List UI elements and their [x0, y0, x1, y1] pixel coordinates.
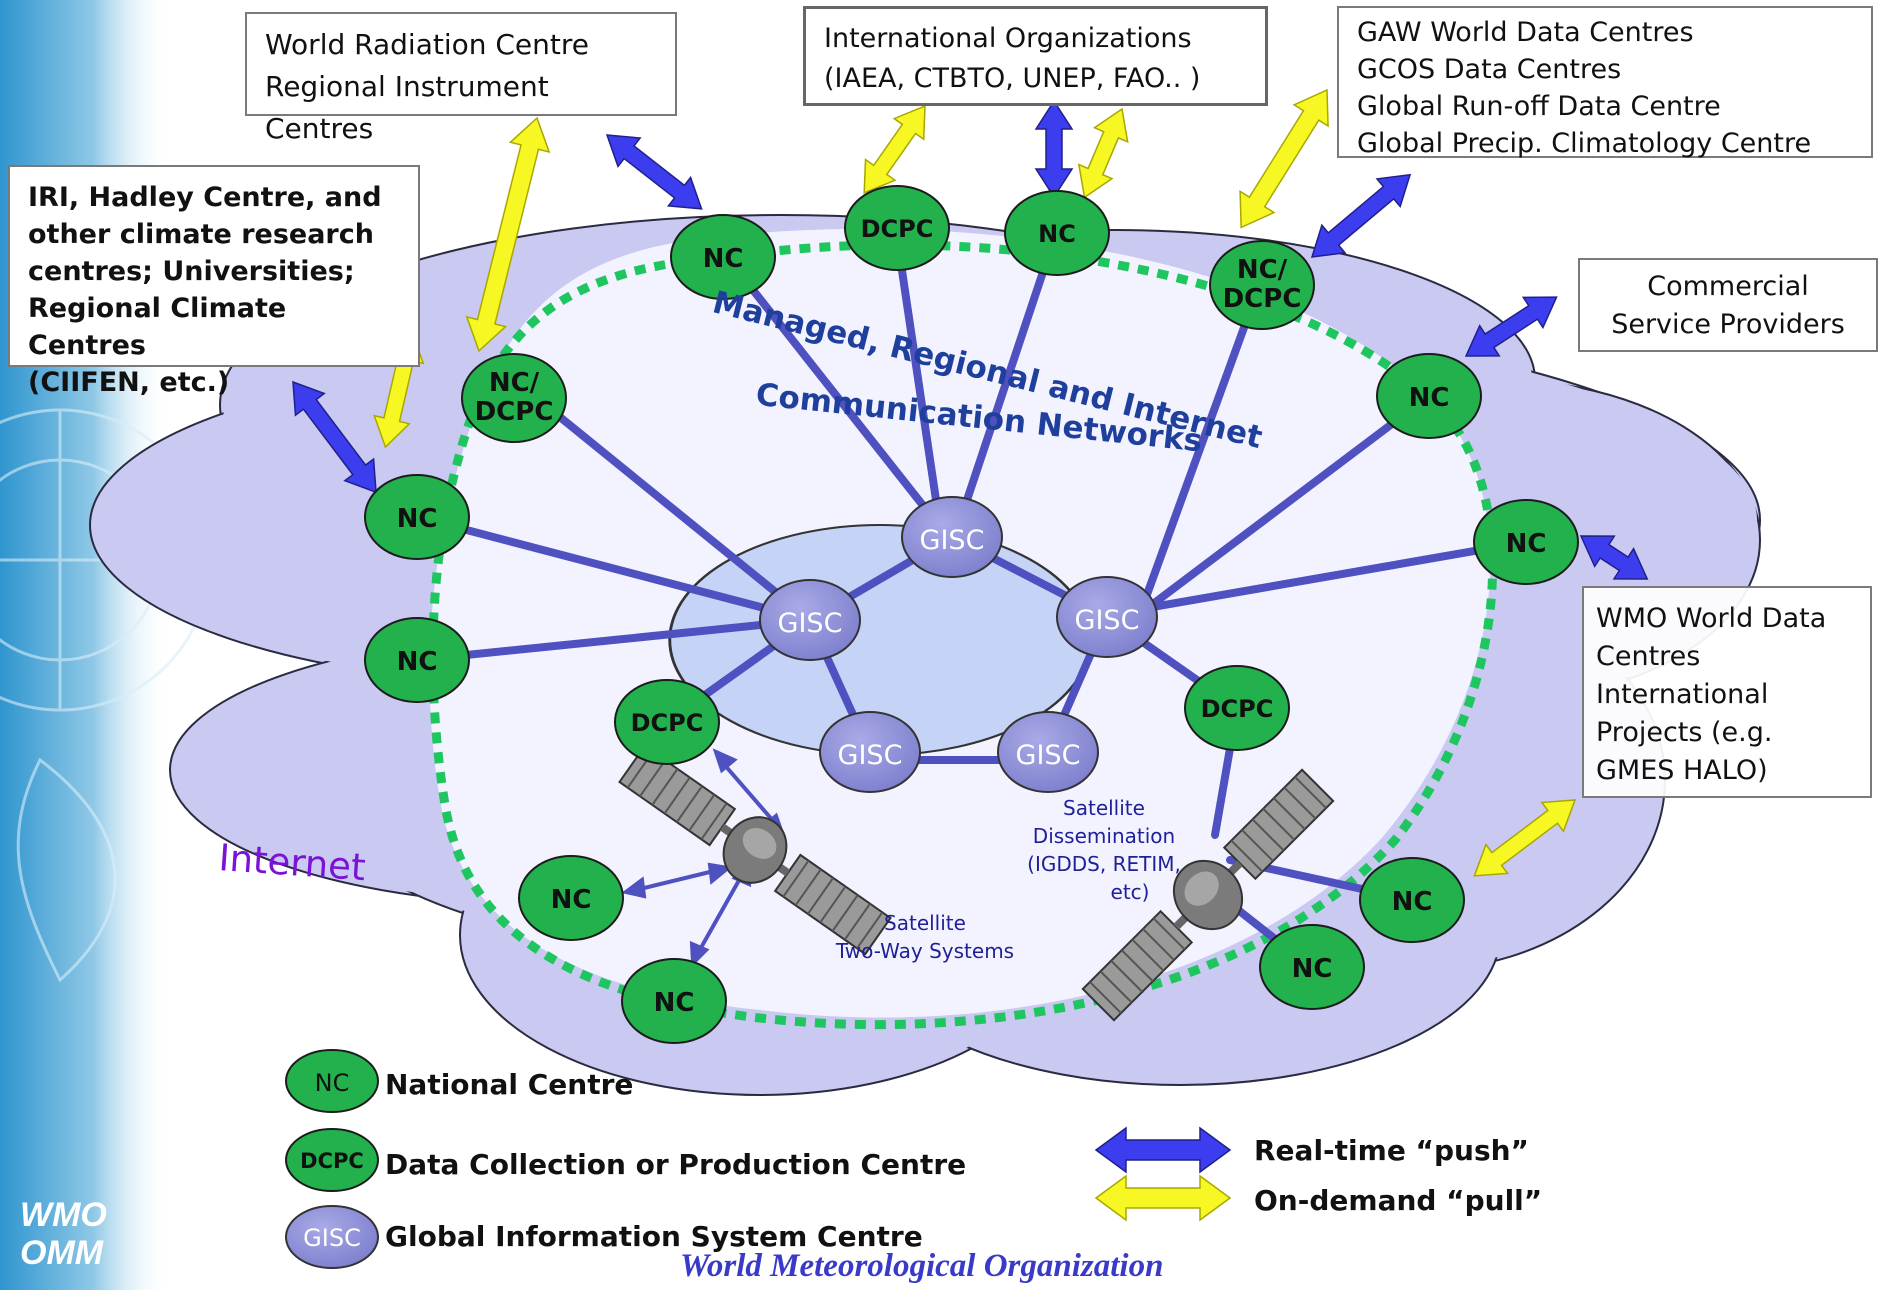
- svg-text:NC: NC: [315, 1069, 350, 1097]
- gisc-nodes: GISC GISC GISC GISC GISC: [759, 496, 1158, 793]
- nc-dcpc-node: NC/DCPC: [461, 353, 567, 443]
- international-orgs-box: International Organizations (IAEA, CTBTO…: [803, 6, 1268, 106]
- dcpc-node: DCPC: [614, 679, 720, 765]
- svg-text:NC: NC: [397, 504, 438, 534]
- push-arrow: [1464, 296, 1558, 357]
- satellite-dissemination-label: Satellite Dissemination (IGDDS, RETIM, e…: [1027, 796, 1181, 904]
- svg-text:GISC: GISC: [303, 1224, 361, 1252]
- green-nodes: NC DCPC NC NC/DCPC NC/DCPC NC NC NC NC D…: [364, 185, 1579, 1044]
- svg-text:DCPC: DCPC: [1223, 284, 1302, 314]
- pull-arrow: [1077, 107, 1129, 199]
- legend-dcpc-label: Data Collection or Production Centre: [385, 1148, 967, 1181]
- gisc-node: GISC: [1056, 576, 1158, 658]
- legend-nc-icon: NC: [285, 1049, 379, 1113]
- push-arrow: [1579, 535, 1649, 580]
- pull-arrow: [465, 116, 551, 353]
- dcpc-node: DCPC: [1184, 665, 1290, 751]
- svg-text:NC: NC: [1506, 529, 1547, 559]
- svg-text:DCPC: DCPC: [475, 397, 554, 427]
- svg-text:NC: NC: [1292, 954, 1333, 984]
- legend-pull-label: On-demand “pull”: [1254, 1184, 1543, 1217]
- svg-text:NC: NC: [1392, 887, 1433, 917]
- internet-label: Internet: [217, 836, 367, 889]
- nc-node: NC: [621, 958, 727, 1044]
- svg-text:DCPC: DCPC: [861, 215, 934, 243]
- push-arrows: [292, 99, 1649, 1174]
- satellite-arrows: [621, 748, 786, 968]
- push-arrow: [1034, 99, 1074, 199]
- legend-nc-label: National Centre: [385, 1068, 634, 1101]
- gisc-node: GISC: [759, 579, 861, 661]
- svg-text:NC: NC: [703, 244, 744, 274]
- pull-arrow: [1473, 799, 1577, 877]
- svg-text:Two-Way Systems: Two-Way Systems: [835, 939, 1014, 963]
- svg-text:DCPC: DCPC: [631, 709, 704, 737]
- logo-line-wmo: WMO: [20, 1196, 107, 1234]
- svg-text:NC: NC: [551, 885, 592, 915]
- satellite-two-way-icon: [618, 744, 892, 956]
- svg-text:etc): etc): [1111, 880, 1150, 904]
- svg-text:NC: NC: [654, 988, 695, 1018]
- gisc-node: GISC: [819, 711, 921, 793]
- svg-text:Satellite: Satellite: [1063, 796, 1145, 820]
- nc-node: NC: [1376, 353, 1482, 439]
- nc-node: NC: [1473, 499, 1579, 585]
- nc-node: NC: [364, 474, 470, 560]
- legend-dcpc-icon: DCPC: [285, 1128, 379, 1192]
- push-arrow: [605, 134, 703, 210]
- nc-node: NC: [518, 855, 624, 941]
- gisc-label: GISC: [838, 740, 903, 771]
- nc-node: NC: [364, 617, 470, 703]
- gisc-label: GISC: [920, 525, 985, 556]
- satellite-two-way-label: Satellite Two-Way Systems: [835, 911, 1014, 963]
- gisc-label: GISC: [778, 608, 843, 639]
- gaw-data-centres-box: GAW World Data Centres GCOS Data Centres…: [1337, 6, 1873, 159]
- push-arrow: [1094, 1126, 1232, 1174]
- nc-node: NC: [1259, 924, 1365, 1010]
- commercial-providers-box: Commercial Service Providers: [1578, 258, 1878, 352]
- svg-text:Dissemination: Dissemination: [1033, 824, 1175, 848]
- pull-arrow: [1094, 1174, 1232, 1222]
- svg-text:NC: NC: [1038, 220, 1076, 248]
- footer-organization: World Meteorological Organization: [680, 1248, 1164, 1284]
- gisc-label: GISC: [1075, 605, 1140, 636]
- legend-push-label: Real-time “push”: [1254, 1134, 1529, 1167]
- satellite-dissemination-icon: [1081, 768, 1335, 1022]
- wmo-logo-text: WMO OMM: [20, 1196, 130, 1272]
- wmo-world-data-centres-box: WMO World Data Centres International Pro…: [1582, 586, 1872, 798]
- svg-text:DCPC: DCPC: [300, 1149, 364, 1173]
- legend-gisc-label: Global Information System Centre: [385, 1220, 923, 1253]
- svg-text:NC: NC: [1409, 383, 1450, 413]
- radiation-centres-box: World Radiation Centre Regional Instrume…: [245, 12, 677, 145]
- svg-text:DCPC: DCPC: [1201, 695, 1274, 723]
- nc-node: NC: [670, 214, 776, 300]
- gisc-node: GISC: [997, 711, 1099, 793]
- svg-text:NC: NC: [397, 647, 438, 677]
- legend-gisc-icon: GISC: [285, 1205, 379, 1269]
- pull-arrow: [863, 104, 926, 194]
- svg-text:Satellite: Satellite: [884, 911, 966, 935]
- svg-text:(IGDDS, RETIM,: (IGDDS, RETIM,: [1027, 852, 1181, 876]
- pull-arrows: [373, 88, 1577, 1222]
- nc-dcpc-node: NC/DCPC: [1209, 240, 1315, 330]
- push-arrow: [1310, 173, 1412, 258]
- communication-ring: [428, 240, 1498, 1030]
- svg-text:NC/: NC/: [489, 368, 540, 398]
- nc-node: NC: [1359, 857, 1465, 943]
- climate-research-box: IRI, Hadley Centre, and other climate re…: [8, 165, 420, 398]
- pull-arrow: [1239, 88, 1329, 229]
- dcpc-node: DCPC: [844, 185, 950, 271]
- svg-text:NC/: NC/: [1237, 255, 1288, 285]
- gisc-node: GISC: [901, 496, 1003, 578]
- logo-line-omm: OMM: [20, 1234, 104, 1272]
- gisc-label: GISC: [1016, 740, 1081, 771]
- nc-node: NC: [1004, 190, 1110, 276]
